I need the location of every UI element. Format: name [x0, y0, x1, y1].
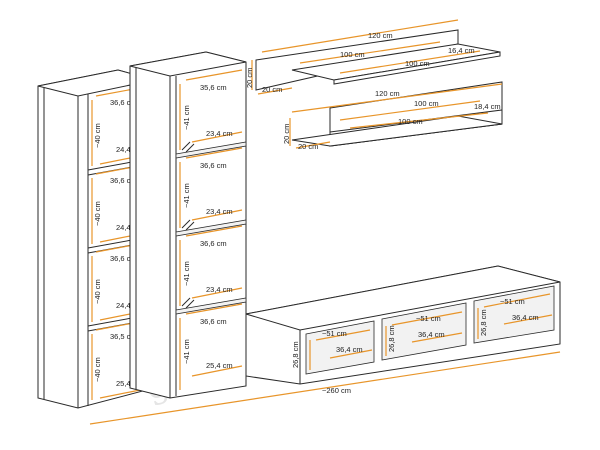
right-c1-depth-dim: [191, 131, 243, 143]
left-c1-width-label: 36,6 cm: [110, 98, 137, 107]
top-wall-shelf: 120 cm 100 cm 100 cm 16,4 cm 20 cm 20 cm: [245, 19, 501, 95]
tv-c1-height-label: 26,8 cm: [291, 341, 300, 368]
top-shelf-inner-dimension: [299, 41, 441, 64]
right-c2-depth-dim: [191, 209, 243, 221]
right-c4-depth-dim: [191, 365, 243, 377]
left-c3-depth-label: 24,4 cm: [116, 301, 143, 310]
top-shelf-depth-right-label: 16,4 cm: [448, 46, 475, 55]
right-cabinet-glass-shelf-1: [175, 141, 247, 159]
tv-c1-width-label: ~51 cm: [322, 329, 347, 338]
top-shelf-bottom-label: 100 cm: [405, 59, 430, 68]
middle-shelf-depth-right-label: 18,4 cm: [474, 102, 501, 111]
middle-shelf-depth-dimension: [295, 141, 331, 149]
top-shelf-depth-left-label: 20 cm: [262, 85, 282, 94]
glass-hatch-3: [181, 219, 191, 229]
middle-shelf-inner-label: 100 cm: [414, 99, 439, 108]
middle-shelf-height-label: 20 cm: [282, 124, 291, 144]
tv-compartment-3: [473, 285, 555, 344]
top-shelf-front-edge: [333, 51, 501, 85]
left-c2-depth-label: 24,4 cm: [116, 223, 143, 232]
left-c1-height-label: ~40 cm: [93, 123, 102, 148]
tv-c3-depth-label: 36,4 cm: [512, 313, 539, 322]
tv-compartment-2: [381, 302, 467, 361]
right-c1-depth-label: 23,4 cm: [206, 129, 233, 138]
glass-hatch-2: [185, 143, 195, 153]
left-c2-height-label: ~40 cm: [93, 201, 102, 226]
middle-shelf-depth-left-label: 20 cm: [298, 142, 318, 151]
glass-hatch-6: [185, 299, 195, 309]
left-c4-depth-label: 25,4 cm: [116, 379, 143, 388]
tv-c2-width-label: ~51 cm: [416, 314, 441, 323]
middle-shelf-bottom-dimension: [349, 112, 489, 129]
left-c2-width-label: 36,6 cm: [110, 176, 137, 185]
top-shelf-width-dimension: [261, 19, 459, 53]
left-c1-depth-label: 24,4 cm: [116, 145, 143, 154]
right-cabinet-top: [129, 51, 247, 77]
tv-c2-depth-label: 36,4 cm: [418, 330, 445, 339]
left-c4-width-label: 36,5 cm: [110, 332, 137, 341]
tv-unit: ~51 cm ~51 cm ~51 cm 26,8 cm 26,8 cm 26,…: [89, 265, 561, 425]
right-cabinet-glass-shelf-3: [175, 297, 247, 315]
right-c1-width-dim: [185, 69, 243, 81]
right-c1-height-label: ~41 cm: [182, 105, 191, 130]
tv-c3-width-label: ~51 cm: [500, 297, 525, 306]
middle-shelf-width-label: 120 cm: [375, 89, 400, 98]
tv-c2-width-dim: [391, 311, 463, 326]
right-c2-depth-label: 23,4 cm: [206, 207, 233, 216]
right-c1-width-label: 35,6 cm: [200, 83, 227, 92]
right-c2-width-dim: [185, 147, 243, 159]
right-cabinet-glass-shelf-2: [175, 219, 247, 237]
right-c2-width-label: 36,6 cm: [200, 161, 227, 170]
top-shelf-width-label: 120 cm: [368, 31, 393, 40]
top-shelf-bottom-dimension: [339, 50, 481, 74]
tv-c1-width-dim: [315, 329, 371, 341]
right-c3-depth-dim: [191, 287, 243, 299]
tv-c1-depth-label: 36,4 cm: [336, 345, 363, 354]
glass-hatch-1: [181, 141, 191, 151]
right-c4-height-label: ~41 cm: [182, 339, 191, 364]
left-c3-width-label: 36,6 cm: [110, 254, 137, 263]
top-shelf-inner-label: 100 cm: [340, 50, 365, 59]
tv-c2-height-label: 26,8 cm: [387, 325, 396, 352]
tv-compartment-1: [305, 320, 375, 375]
tv-unit-total-width-dim: [89, 351, 561, 425]
right-c3-depth-label: 23,4 cm: [206, 285, 233, 294]
left-c3-height-label: ~40 cm: [93, 279, 102, 304]
glass-hatch-5: [181, 297, 191, 307]
right-c4-depth-label: 25,4 cm: [206, 361, 233, 370]
left-c4-height-label: ~40 cm: [93, 357, 102, 382]
middle-wall-shelf: 120 cm 100 cm 100 cm 18,4 cm 20 cm 20 cm: [282, 81, 503, 151]
top-shelf-depth-dimension: [257, 87, 293, 95]
tv-c3-depth-dim: [503, 314, 553, 325]
middle-shelf-inner-dimension: [339, 100, 481, 121]
tv-unit-total-width-label: ~260 cm: [322, 386, 351, 395]
right-tall-cabinet: 35,6 cm 36,6 cm 36,6 cm 36,6 cm ~41 cm ~…: [129, 51, 247, 399]
right-c3-width-dim: [185, 225, 243, 237]
tv-c3-width-dim: [483, 293, 551, 308]
glass-hatch-4: [185, 221, 195, 231]
tv-c1-depth-dim: [329, 349, 373, 359]
right-c4-width-label: 36,6 cm: [200, 317, 227, 326]
top-shelf-height-label: 20 cm: [245, 68, 254, 88]
right-c3-height-label: ~41 cm: [182, 261, 191, 286]
tv-c2-depth-dim: [411, 332, 463, 343]
right-c2-height-label: ~41 cm: [182, 183, 191, 208]
right-c3-width-label: 36,6 cm: [200, 239, 227, 248]
right-c4-width-dim: [185, 303, 243, 315]
middle-shelf-width-dimension: [291, 83, 503, 113]
tv-c3-height-label: 26,8 cm: [479, 309, 488, 336]
middle-shelf-bottom-label: 100 cm: [398, 117, 423, 126]
